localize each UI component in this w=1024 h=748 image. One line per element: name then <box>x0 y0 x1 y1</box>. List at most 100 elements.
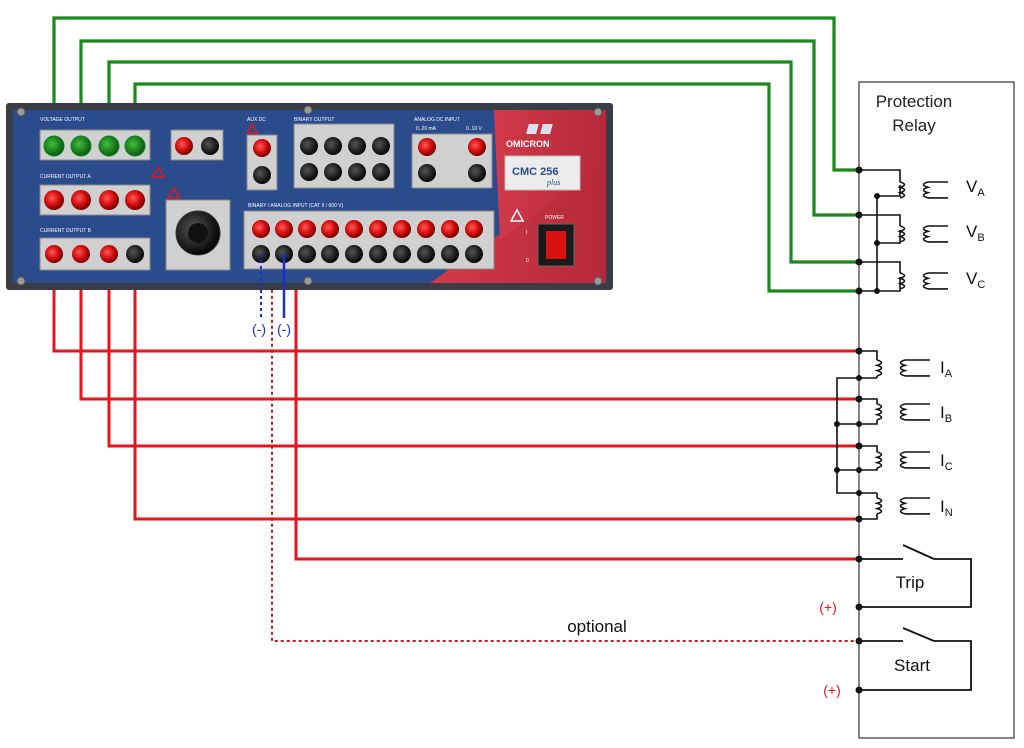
screw-icon <box>16 107 26 117</box>
socket-red <box>253 139 271 157</box>
current-phase-labels: IA IB IC IN <box>940 358 953 519</box>
junction-dot <box>834 421 840 427</box>
binary-input-label: BINARY / ANALOG INPUT (CAT II / 600 V) <box>248 203 343 209</box>
binary-input-1-plus <box>252 220 270 238</box>
socket-black <box>321 245 339 263</box>
socket-black <box>345 245 363 263</box>
label-vb: VB <box>966 222 985 244</box>
model-badge <box>504 155 581 191</box>
warning-icon <box>150 165 166 178</box>
binary-input-2-plus <box>275 220 293 238</box>
minus-label-2: (-) <box>277 321 291 337</box>
junction-dot <box>874 193 880 199</box>
socket-red <box>417 220 435 238</box>
socket-red <box>393 220 411 238</box>
secondary-winding <box>899 497 908 515</box>
primary-winding <box>897 225 906 243</box>
label-in-sub: N <box>945 507 953 519</box>
label-ia-main: I <box>940 358 945 377</box>
aux-dc-label: AUX DC <box>247 117 266 123</box>
junction-dot <box>855 287 863 295</box>
secondary-winding <box>899 403 908 421</box>
socket-black <box>393 245 411 263</box>
label-ic: IC <box>940 451 953 473</box>
current-socket-a <box>44 190 64 210</box>
minus-label-1: (-) <box>252 321 266 337</box>
label-ic-main: I <box>940 451 945 470</box>
label-ia-sub: A <box>945 368 953 380</box>
screw-icon <box>303 276 313 286</box>
label-in: IN <box>940 497 953 519</box>
relay-lead <box>837 420 878 425</box>
relay-title-line2: Relay <box>892 116 936 135</box>
voltage-socket-c <box>98 135 120 157</box>
relay-lead <box>877 185 901 197</box>
label-vc-sub: C <box>977 279 985 291</box>
current-transformer-c-icon <box>874 451 930 469</box>
relay-lead <box>859 277 901 292</box>
omicron-test-set: VOLTAGE OUTPUT CURRENT OUTPUT A CURRENT … <box>6 103 613 290</box>
primary-winding <box>874 497 883 515</box>
primary-winding <box>874 451 883 469</box>
omicron-logo-mark <box>526 124 539 134</box>
model-suffix: plus <box>546 178 560 187</box>
socket-red <box>100 245 118 263</box>
junction-dot <box>874 240 880 246</box>
junction-dot <box>874 288 880 294</box>
voltage-output-label: VOLTAGE OUTPUT <box>40 117 85 123</box>
junction-dot <box>856 421 862 427</box>
label-va-sub: A <box>977 187 985 199</box>
power-label: POWER <box>545 215 564 221</box>
relay-lead <box>859 445 878 452</box>
current-transformer-n-icon <box>874 497 930 515</box>
relay-lead <box>877 230 901 244</box>
relay-lead <box>859 214 901 226</box>
socket-black <box>441 245 459 263</box>
socket-black <box>417 245 435 263</box>
relay-lead <box>837 468 878 471</box>
socket-red <box>369 220 387 238</box>
warning-icon <box>509 208 525 222</box>
socket-black <box>348 163 366 181</box>
voltage-socket-a <box>43 135 65 157</box>
current-socket-c <box>99 190 119 210</box>
relay-lead <box>859 398 878 404</box>
current-transformer-a-icon <box>874 359 930 377</box>
warning-icon <box>166 186 182 199</box>
socket-red <box>321 220 339 238</box>
junction-dot <box>856 375 862 381</box>
socket-black <box>465 245 483 263</box>
junction-dot <box>855 258 863 266</box>
current-output-b-label: CURRENT OUTPUT B <box>40 228 92 234</box>
current-wire-n <box>133 200 859 521</box>
relay-title-line1: Protection <box>876 92 953 111</box>
relay-outline <box>858 81 1015 739</box>
primary-winding <box>897 272 906 290</box>
voltage-transformer-a-icon <box>897 181 948 199</box>
secondary-winding <box>922 225 931 243</box>
label-ia: IA <box>940 358 953 380</box>
socket-black <box>300 163 318 181</box>
screw-icon <box>303 105 313 115</box>
label-ib-sub: B <box>945 413 952 425</box>
trip-plus-label: (+) <box>819 599 837 615</box>
label-va-main: V <box>966 177 978 196</box>
trip-contact-blade <box>902 544 935 560</box>
power-off-label: 0 <box>526 258 529 264</box>
start-plus-label: (+) <box>823 682 841 698</box>
socket-black <box>298 245 316 263</box>
secondary-winding <box>922 272 931 290</box>
secondary-winding <box>922 181 931 199</box>
label-ic-sub: C <box>945 461 953 473</box>
current-socket-b <box>71 190 91 210</box>
label-vc: VC <box>966 269 985 291</box>
socket-red <box>45 245 63 263</box>
socket-red <box>72 245 90 263</box>
label-va: VA <box>966 177 985 199</box>
socket-black <box>300 137 318 155</box>
protection-relay: Protection Relay <box>858 81 1015 739</box>
socket-red <box>418 138 436 156</box>
junction-dot <box>856 467 862 473</box>
junction-dot <box>855 515 863 523</box>
